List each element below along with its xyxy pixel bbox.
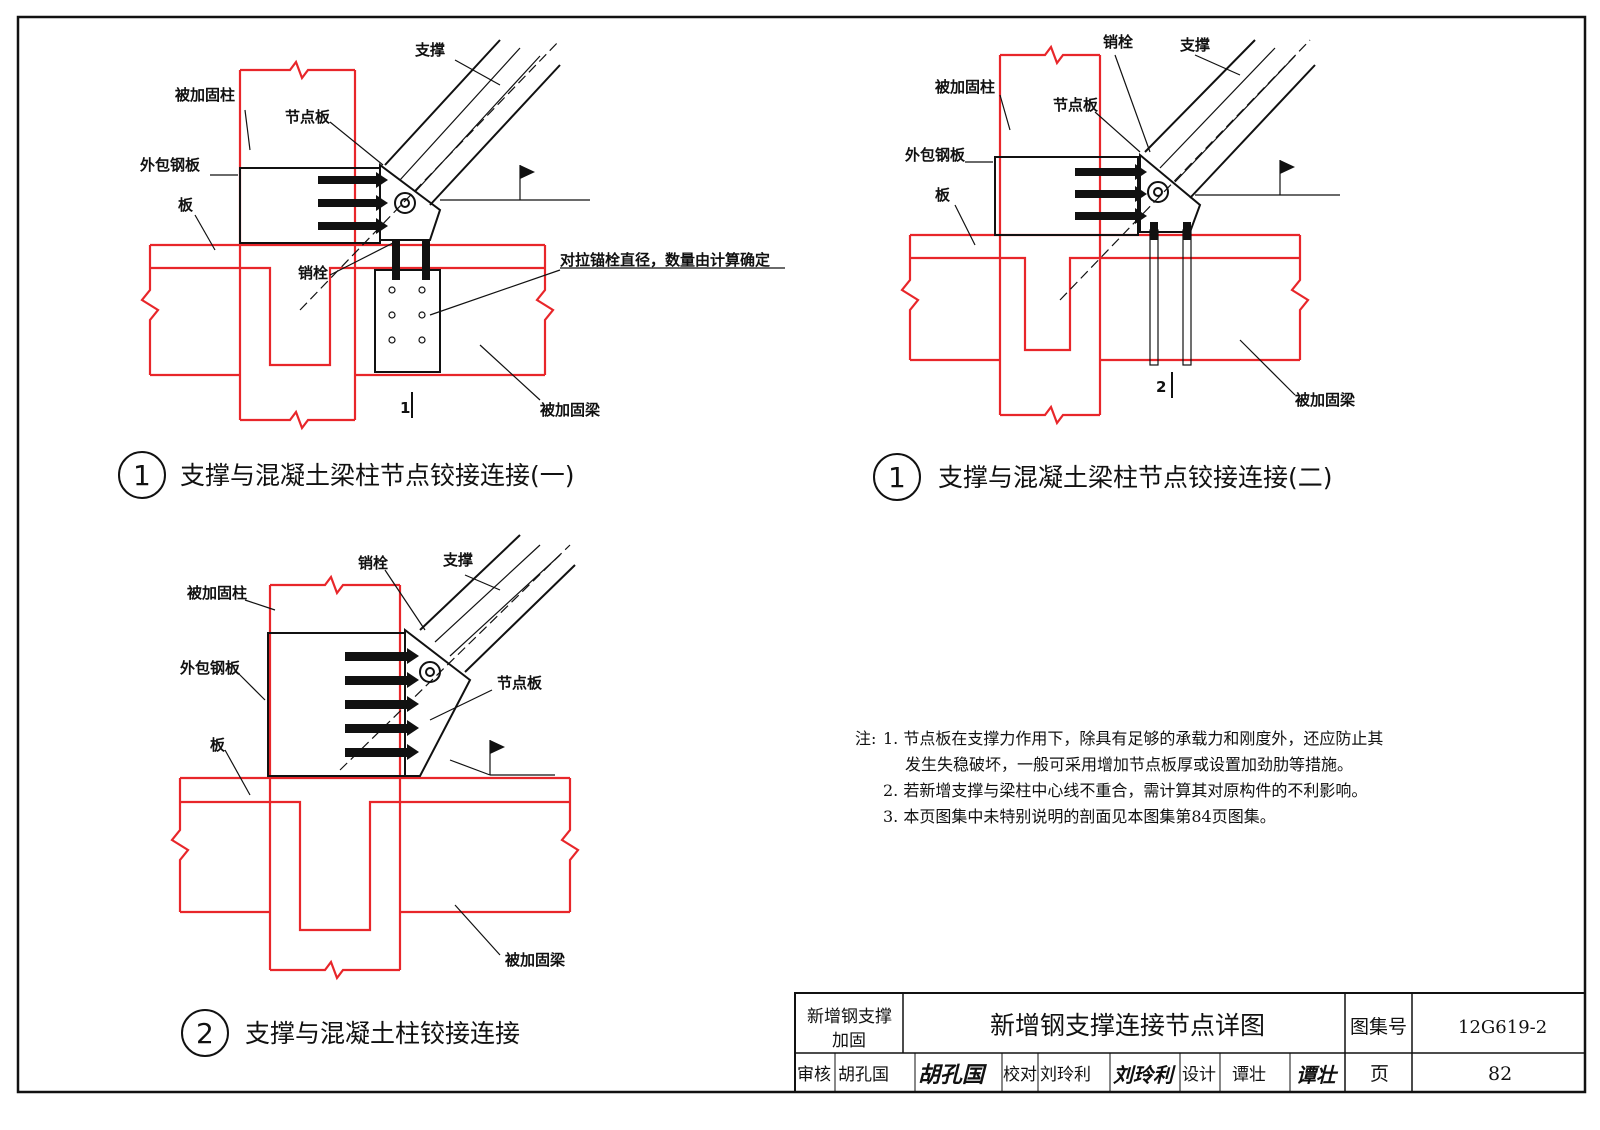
d2-slab-label: 板: [935, 186, 951, 204]
d1-through-bolt-label: 对拉锚栓直径，数量由计算确定: [560, 251, 770, 269]
detail-2-drawing: [900, 39, 1340, 426]
tb-atlas-no: 12G619-2: [1458, 1017, 1547, 1038]
d3-pin-label: 销栓: [358, 554, 388, 572]
d1-caption-number: 1: [133, 459, 151, 492]
tb-checker: 刘玲利: [1040, 1065, 1091, 1085]
tb-reviewer-signature: 胡孔国: [918, 1063, 987, 1088]
d1-jacket-label: 外包钢板: [139, 156, 201, 174]
note-1-cont: 发生失稳破坏，一般可采用增加节点板厚或设置加劲肋等措施。: [905, 755, 1353, 774]
tb-title: 新增钢支撑连接节点详图: [990, 1011, 1265, 1040]
detail-1-drawing: [140, 39, 590, 431]
d2-section-mark: 2: [1156, 378, 1166, 396]
tb-category-line2: 加固: [832, 1031, 866, 1051]
d3-caption: 支撑与混凝土柱铰接连接: [245, 1019, 520, 1048]
title-block: [794, 992, 1586, 1093]
d1-gusset-label: 节点板: [285, 108, 331, 126]
d3-brace-label: 支撑: [442, 551, 473, 569]
d1-pin-label: 销栓: [298, 264, 328, 282]
tb-reviewer: 胡孔国: [838, 1065, 889, 1085]
d1-section-mark: 1: [400, 399, 410, 417]
note-1: 1. 节点板在支撑力作用下，除具有足够的承载力和刚度外，还应防止其: [883, 729, 1383, 748]
d3-caption-circle: [181, 1009, 229, 1057]
note-3: 3. 本页图集中未特别说明的剖面见本图集第84页图集。: [883, 807, 1276, 826]
detail-3-drawing: [170, 534, 580, 981]
note-2: 2. 若新增支撑与梁柱中心线不重合，需计算其对原构件的不利影响。: [883, 781, 1367, 800]
d1-caption: 支撑与混凝土梁柱节点铰接连接(一): [180, 461, 575, 490]
d2-beam-label: 被加固梁: [1295, 391, 1356, 409]
d2-caption-circle: [873, 453, 921, 501]
d3-beam-label: 被加固梁: [505, 951, 566, 969]
d2-caption-number: 1: [888, 461, 906, 494]
tb-page-no: 82: [1488, 1063, 1512, 1085]
notes-prefix: 注:: [855, 729, 876, 748]
d1-slab-label: 板: [178, 196, 194, 214]
tb-category-line1: 新增钢支撑: [807, 1007, 892, 1027]
d1-caption-circle: [118, 451, 166, 499]
d3-slab-label: 板: [210, 736, 226, 754]
drawing-frame: [16, 15, 1587, 1094]
d3-jacket-label: 外包钢板: [179, 659, 241, 677]
d1-column-label: 被加固柱: [175, 86, 235, 104]
d1-brace-label: 支撑: [414, 41, 445, 59]
tb-page-label: 页: [1370, 1063, 1389, 1085]
tb-check-label: 校对: [1003, 1065, 1037, 1085]
d2-caption: 支撑与混凝土梁柱节点铰接连接(二): [938, 463, 1333, 492]
d2-jacket-label: 外包钢板: [904, 146, 966, 164]
d1-beam-label: 被加固梁: [540, 401, 601, 419]
d2-gusset-label: 节点板: [1053, 96, 1099, 114]
d2-brace-label: 支撑: [1179, 36, 1210, 54]
tb-review-label: 审核: [797, 1065, 831, 1085]
d3-caption-number: 2: [196, 1017, 214, 1050]
d3-gusset-label: 节点板: [497, 674, 543, 692]
tb-designer-signature: 谭壮: [1296, 1063, 1339, 1087]
tb-design-label: 设计: [1182, 1065, 1216, 1085]
tb-checker-signature: 刘玲利: [1113, 1063, 1176, 1087]
d2-column-label: 被加固柱: [935, 78, 995, 96]
d2-pin-label: 销栓: [1103, 33, 1133, 51]
d3-column-label: 被加固柱: [187, 584, 247, 602]
tb-atlas-label: 图集号: [1350, 1016, 1407, 1038]
tb-designer: 谭壮: [1232, 1065, 1266, 1085]
